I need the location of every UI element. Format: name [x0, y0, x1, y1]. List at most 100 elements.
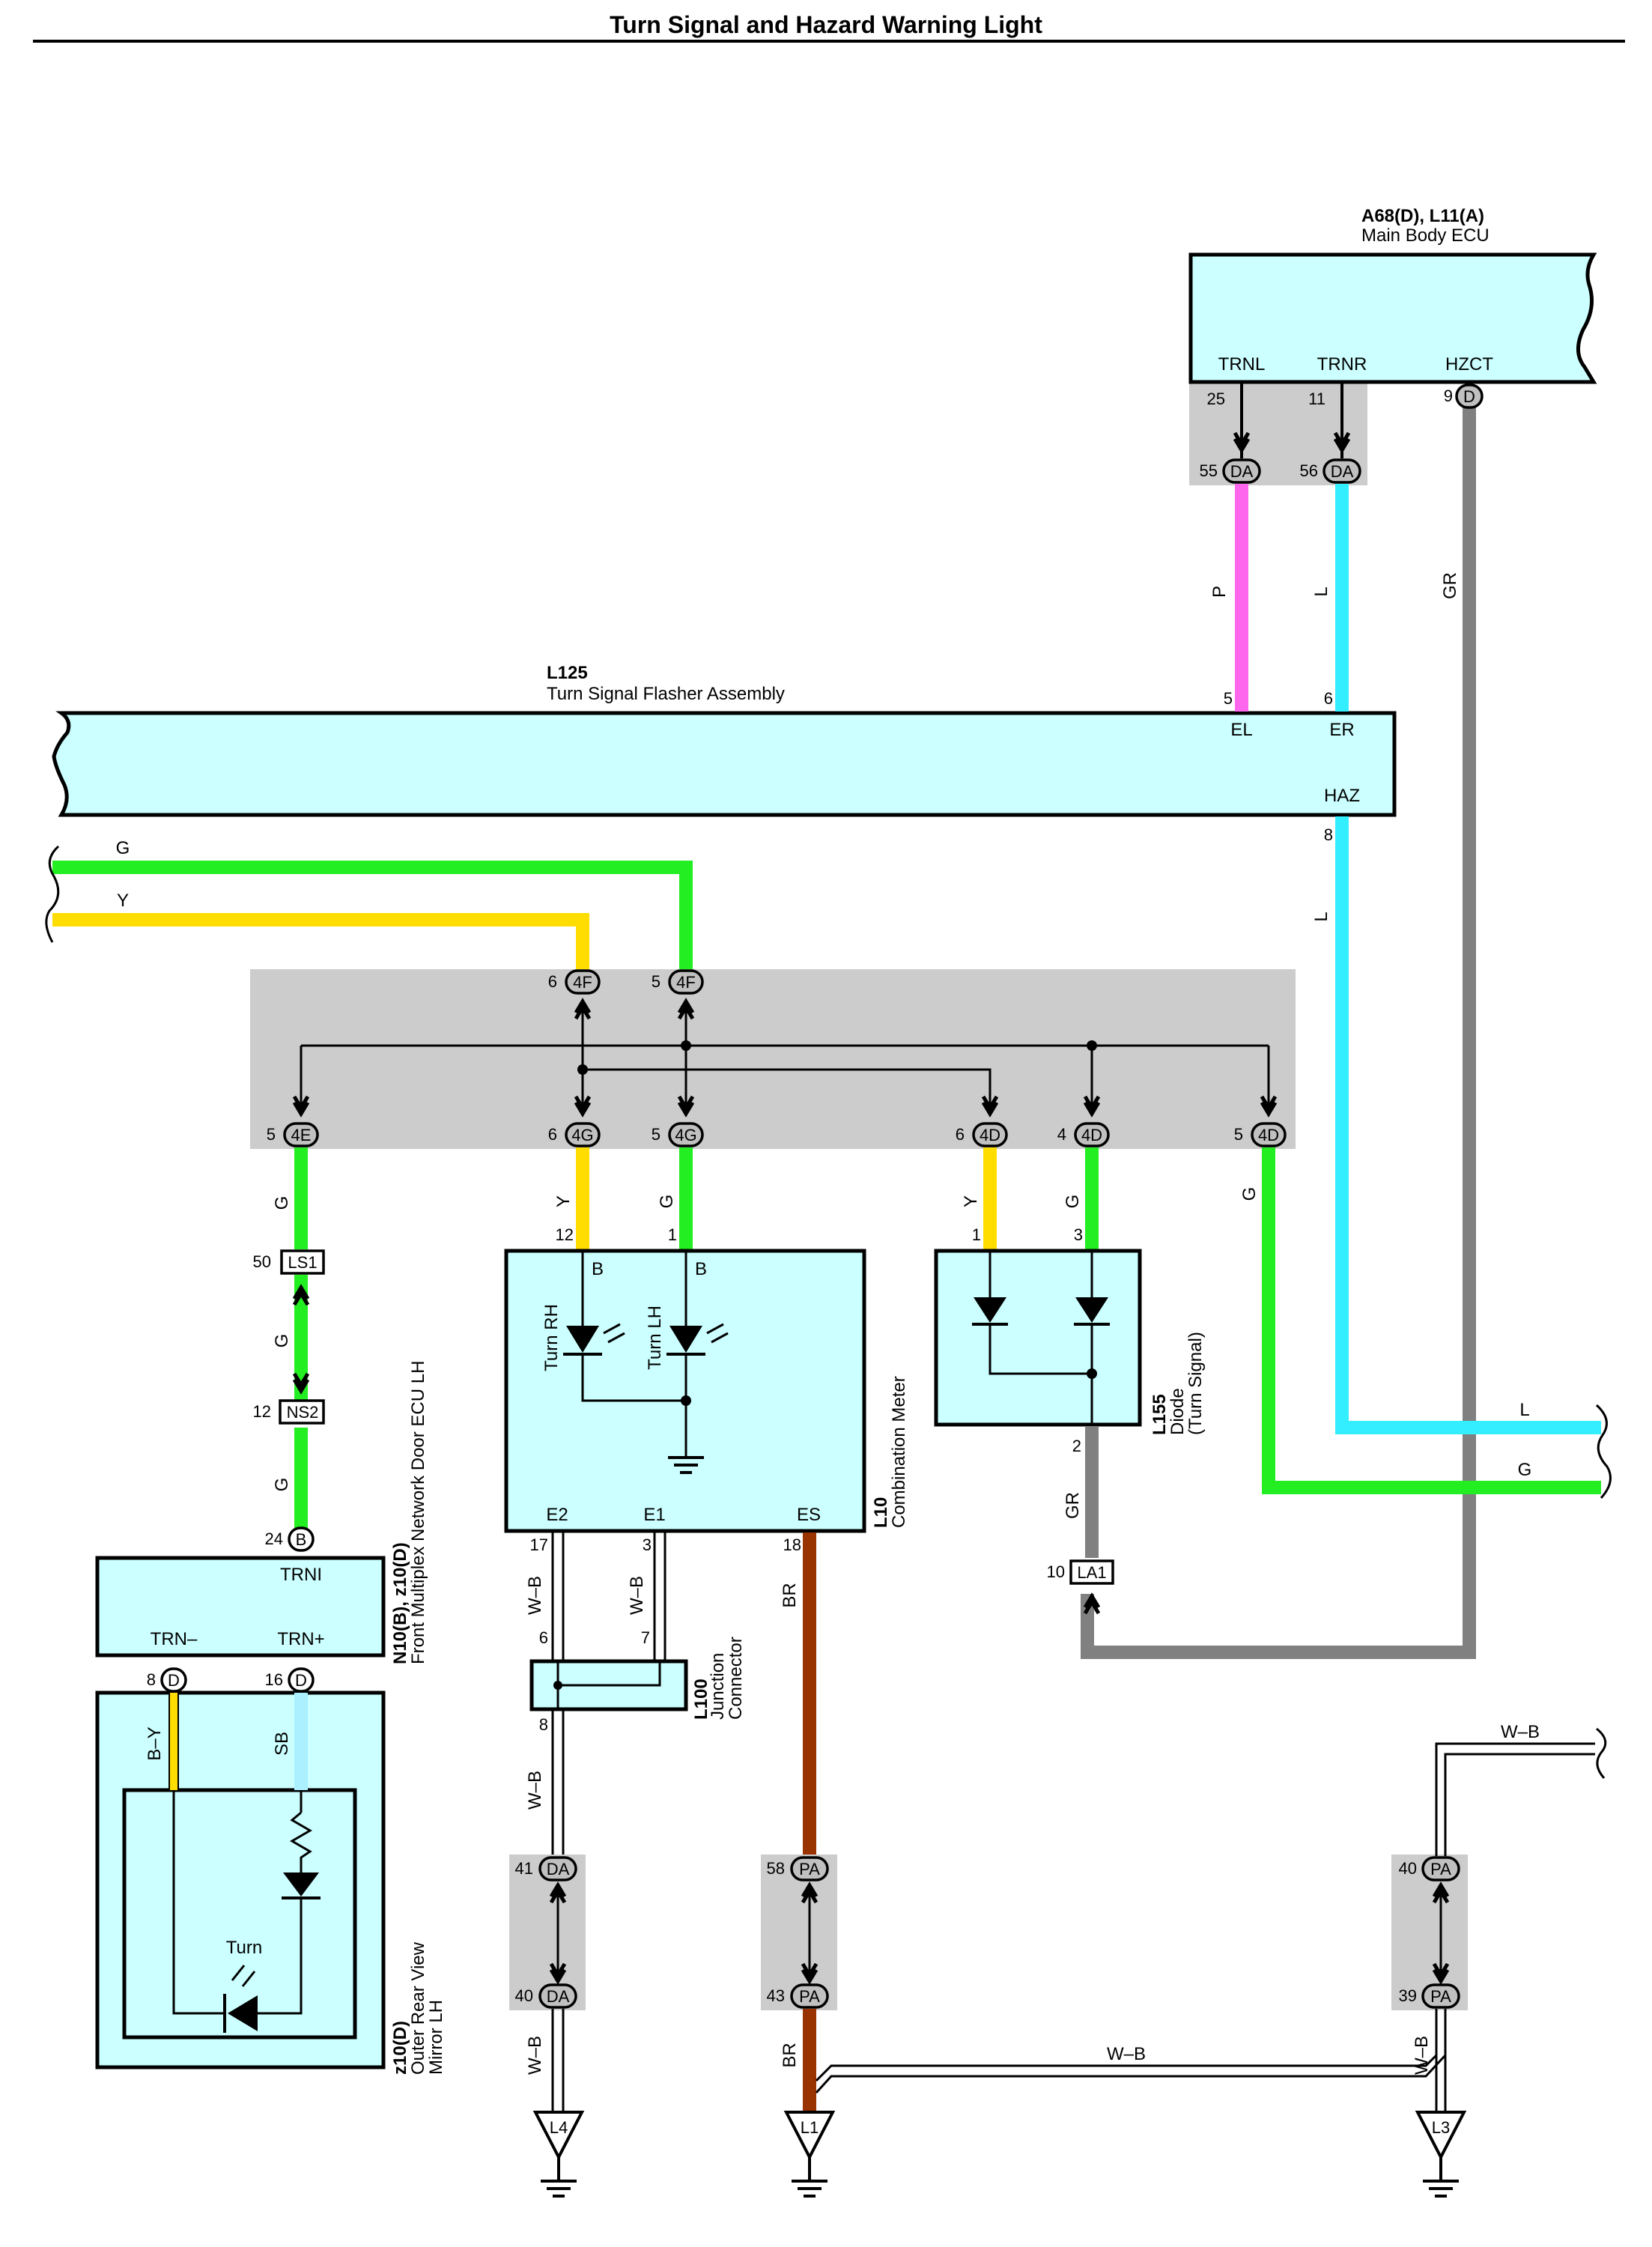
pin-pa40: 40	[1399, 1859, 1417, 1878]
wire-label-g-4d2: G	[1239, 1187, 1260, 1201]
jc-name2: Connector	[726, 1637, 746, 1720]
wire-label-wb-3: W–B	[627, 1576, 647, 1615]
ecu-pin-trnr: TRNR	[1317, 354, 1367, 374]
wire-label-g-ns2: G	[272, 1478, 292, 1492]
pin-4g-g: 5	[652, 1125, 661, 1144]
wire-label-g-4e: G	[272, 1196, 292, 1210]
meter-pin-es: ES	[797, 1505, 821, 1525]
pin-pa43: 43	[767, 1986, 785, 2005]
pin-4d-g: 4	[1057, 1125, 1066, 1144]
wire-label-br-l1: BR	[780, 2043, 800, 2067]
ecu-terminals: 25 11 9 D 55 DA 56 DA 5 6 8	[1200, 383, 1484, 844]
wire-label-y-4g: Y	[553, 1195, 574, 1207]
wire-label-wb-top-right: W–B	[1501, 1722, 1540, 1742]
wire-label-g-top: G	[116, 838, 130, 858]
wire-break-right-wb	[1596, 1727, 1607, 1779]
wire-label-g-ls1: G	[272, 1334, 292, 1348]
diagram-title: Turn Signal and Hazard Warning Light	[610, 11, 1042, 38]
conn-pa-40: PA	[1430, 1860, 1451, 1878]
conn-4g-g: 4G	[675, 1126, 696, 1144]
conn-ls1: LS1	[288, 1253, 317, 1272]
pin-d3: 3	[1074, 1225, 1083, 1244]
wire-label-wb-bridge: W–B	[1107, 2044, 1146, 2064]
ecu-name: Main Body ECU	[1361, 225, 1489, 246]
conn-pa-39: PA	[1430, 1987, 1451, 2006]
conn-pa-43: PA	[799, 1987, 820, 2006]
meter-pin-b1: B	[592, 1259, 604, 1279]
pin-m17: 17	[530, 1535, 548, 1554]
pin-d1: 1	[972, 1225, 981, 1244]
jc-id: L100	[691, 1679, 711, 1720]
pin-da40: 40	[515, 1986, 533, 2005]
wire-label-gr: GR	[1440, 572, 1460, 599]
wire-label-g-right: G	[1518, 1460, 1532, 1480]
conn-4g-y: 4G	[571, 1126, 593, 1144]
wire-label-wb-8: W–B	[525, 1771, 545, 1810]
outer-mirror-lh: 8 D 16 D B–Y SB Turn z10(D) Outer Rear V…	[95, 1667, 446, 2075]
ground-label-l1: L1	[801, 2118, 819, 2137]
pin-door-24: 24	[265, 1529, 283, 1548]
pin-door-16: 16	[265, 1670, 283, 1689]
conn-4d-g2: 4D	[1258, 1126, 1279, 1144]
pin-4d-y: 6	[956, 1125, 965, 1144]
ground-label-l3: L3	[1432, 2118, 1450, 2137]
conn-da-41: DA	[547, 1860, 570, 1878]
connector-da-pair: 41 DA 40 DA	[509, 1855, 586, 2010]
wire-y-in	[52, 913, 589, 974]
conn-4d-g: 4D	[1081, 1126, 1102, 1144]
meter-pin-e2: E2	[546, 1505, 568, 1525]
flasher-id: L125	[547, 663, 588, 683]
junction-block: 6 4F 5 4F 5 4E 6 4G 5 4G 6 4D 4 4D 5 4D	[250, 969, 1296, 1149]
meter-pin-b2: B	[695, 1259, 707, 1279]
flasher-pin-el: EL	[1230, 720, 1252, 740]
ground-l3: L3	[1415, 2111, 1467, 2198]
conn-b: B	[296, 1530, 307, 1549]
pin-m3: 3	[643, 1535, 652, 1554]
connector-pa-pair-1: 58 PA 43 PA	[761, 1855, 837, 2010]
wire-label-y-top: Y	[117, 891, 129, 911]
combination-meter: 12 1 B B Turn RH Turn LH E2 E1 ES L10 Co…	[504, 1225, 909, 1533]
meter-id: L10	[871, 1497, 891, 1528]
wire-label-gr-diode: GR	[1063, 1492, 1083, 1519]
lamp-turn-lh: Turn LH	[645, 1306, 665, 1370]
pin-56: 56	[1300, 461, 1318, 480]
wire-break-left	[45, 845, 60, 943]
jc-name: Junction	[708, 1653, 728, 1720]
diode-id: L155	[1150, 1394, 1170, 1435]
wire-gr	[1081, 407, 1476, 1659]
mirror-name: Outer Rear View	[408, 1941, 428, 2075]
wires-junction-down: G G G 50 LS1 12 NS2 Y G Y G G G	[253, 1147, 1612, 1534]
conn-4f-g: 4F	[676, 973, 696, 992]
pin-jc8: 8	[539, 1715, 548, 1734]
diode-sub: (Turn Signal)	[1185, 1332, 1206, 1435]
pin-m12: 12	[556, 1225, 574, 1244]
mirror-name2: Mirror LH	[426, 2000, 446, 2075]
conn-4f-y: 4F	[573, 973, 592, 992]
ground-wires: W–B BR W–B W–B	[525, 2009, 1447, 2114]
turn-signal-flasher: L125 Turn Signal Flasher Assembly EL ER …	[52, 663, 1397, 817]
wire-label-wb-l4: W–B	[525, 2036, 545, 2075]
ground-l1: L1	[783, 2111, 836, 2198]
wire-label-y-4d: Y	[961, 1195, 981, 1207]
ground-label-l4: L4	[550, 2118, 568, 2137]
ecu-pin-trnl: TRNL	[1218, 354, 1266, 374]
conn-4d-y: 4D	[980, 1126, 1000, 1144]
flasher-name: Turn Signal Flasher Assembly	[547, 684, 785, 704]
meter-name: Combination Meter	[889, 1376, 909, 1528]
door-pin-trni: TRNI	[280, 1565, 322, 1585]
wire-label-l: L	[1311, 586, 1331, 596]
conn-la1: LA1	[1077, 1563, 1106, 1582]
conn-ns2: NS2	[287, 1403, 319, 1422]
ecu-pin-hzct: HZCT	[1445, 354, 1493, 374]
ecu-id: A68(D), L11(A)	[1361, 206, 1484, 226]
pin-pa39: 39	[1399, 1986, 1417, 2005]
wire-label-sb: SB	[272, 1732, 292, 1756]
mirror-lamp-turn: Turn	[226, 1938, 262, 1958]
wire-label-wb-l3: W–B	[1412, 2036, 1432, 2075]
wire-label-l-right: L	[1519, 1400, 1529, 1420]
conn-pa-58: PA	[799, 1860, 820, 1878]
pin-d2: 2	[1072, 1437, 1081, 1455]
wire-g-in	[52, 861, 693, 974]
door-ecu-id: N10(B), z10(D)	[390, 1542, 410, 1664]
